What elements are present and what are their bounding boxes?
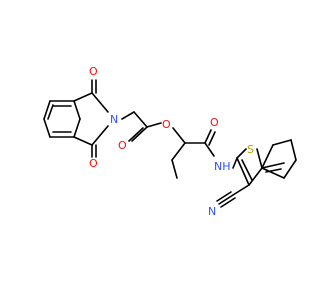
imide-nitrogen-atom: N [110,113,118,126]
thiophene-sulfur-atom: S [247,143,254,156]
oxygen-atom-top: O [89,65,98,78]
amide-oxygen-atom: O [210,116,219,129]
bond [131,126,148,142]
bond [43,100,51,120]
bond [218,194,234,205]
ester-carbonyl-oxygen-atom: O [118,139,127,152]
bond [91,125,109,146]
molecule-structure: O O N O O O NH S N [43,65,297,218]
oxygen-atom-bottom: O [89,157,98,170]
bond [220,197,236,208]
bond [73,92,93,102]
bond [236,157,250,186]
bond [172,127,186,144]
bond [261,144,274,169]
bond [261,162,285,169]
bond [43,118,51,138]
bond [283,159,297,179]
bonds [43,79,297,208]
bond [91,92,109,113]
bond [261,167,285,179]
bond [241,159,253,181]
bond [232,157,238,169]
bond [121,111,135,120]
bond [232,184,250,196]
bond [204,142,215,157]
bond [208,131,216,146]
bond [171,159,178,179]
bond [216,191,232,202]
bond [236,148,247,159]
bond [73,118,81,138]
molecule-canvas: O O N O O O NH S N [43,65,297,218]
bond [256,148,263,169]
amide-nitrogen-atom: NH [214,160,231,173]
ester-oxygen-atom: O [162,118,171,131]
atom-labels: O O N O O O NH S N [89,65,254,218]
bond [248,167,263,186]
nitrile-nitrogen-atom: N [208,205,216,218]
bond [146,122,162,128]
bond [47,104,54,120]
bond [290,139,297,161]
bond [204,129,212,144]
bond [272,139,292,146]
bond [171,142,186,161]
bond [128,127,144,142]
bond [73,100,81,120]
bond [73,136,93,146]
bond [133,111,148,128]
